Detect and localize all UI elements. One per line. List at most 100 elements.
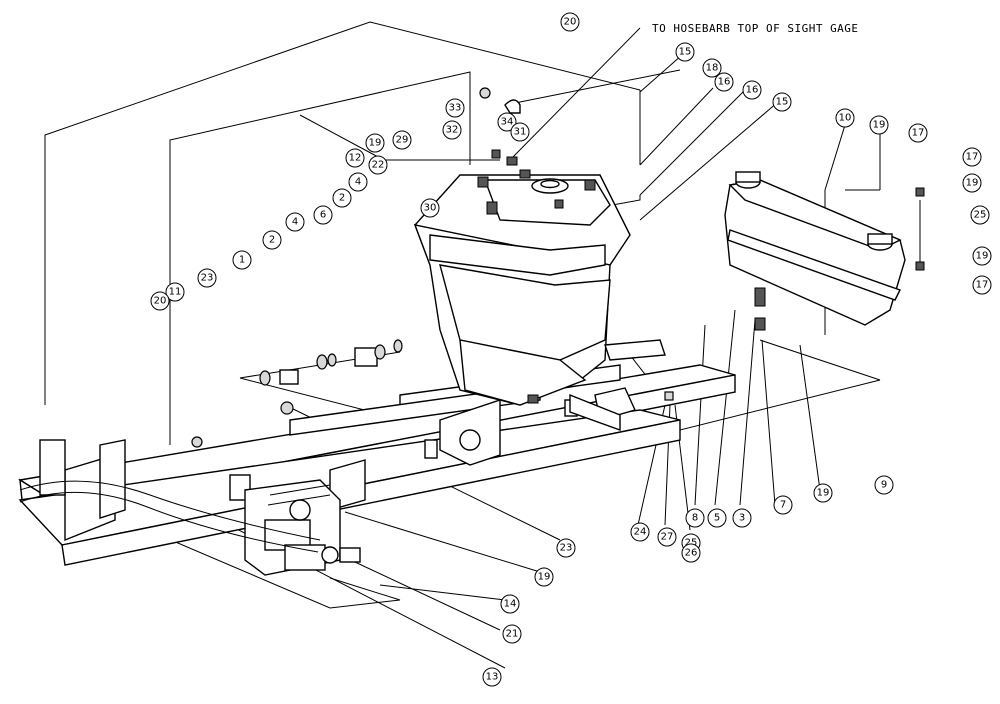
callout-circle [874, 475, 894, 495]
callout-circle [348, 172, 368, 192]
callout-circle [685, 508, 705, 528]
callout-circle [714, 72, 734, 92]
callout-number: 20 [564, 17, 577, 28]
callout-22: 22 [368, 155, 388, 175]
callout-circle [835, 108, 855, 128]
callout-number: 17 [966, 152, 979, 163]
callout-9: 9 [874, 475, 894, 495]
callout-circle [500, 594, 520, 614]
callout-number: 30 [424, 203, 437, 214]
callout-30: 30 [420, 198, 440, 218]
callout-circle [368, 155, 388, 175]
callout-25: 25 [970, 205, 990, 225]
callout-number: 16 [746, 85, 759, 96]
callout-1: 1 [232, 250, 252, 270]
note-hosebarb: TO HOSEBARB TOP OF SIGHT GAGE [652, 22, 859, 35]
callout-number: 20 [154, 296, 167, 307]
callout-number: 19 [873, 120, 886, 131]
callout-number: 31 [514, 127, 527, 138]
callout-8: 8 [685, 508, 705, 528]
callout-circle [972, 275, 992, 295]
callout-circle [420, 198, 440, 218]
callout-number: 23 [201, 273, 214, 284]
callout-number: 6 [320, 210, 326, 221]
callout-14: 14 [500, 594, 520, 614]
callout-circle [773, 495, 793, 515]
callout-5: 5 [707, 508, 727, 528]
callout-circle [232, 250, 252, 270]
callout-circle [442, 120, 462, 140]
callout-number: 12 [349, 153, 362, 164]
callout-17: 17 [908, 123, 928, 143]
callout-number: 27 [661, 532, 674, 543]
callout-3: 3 [732, 508, 752, 528]
callout-26: 26 [681, 543, 701, 563]
callout-number: 15 [776, 97, 789, 108]
callout-number: 19 [966, 178, 979, 189]
callout-15: 15 [772, 92, 792, 112]
callout-circle [681, 543, 701, 563]
callout-number: 4 [355, 177, 361, 188]
callout-number: 25 [685, 538, 698, 549]
callout-group: 2015181616153334313229191222301019171719… [150, 12, 992, 687]
callout-21: 21 [502, 624, 522, 644]
callout-number: 3 [739, 513, 745, 524]
callout-20: 20 [560, 12, 580, 32]
callout-number: 19 [817, 488, 830, 499]
callout-number: 25 [974, 210, 987, 221]
callout-circle [313, 205, 333, 225]
callout-circle [732, 508, 752, 528]
callout-circle [345, 148, 365, 168]
callout-circle [742, 80, 762, 100]
callout-circle [556, 538, 576, 558]
callout-number: 32 [446, 125, 459, 136]
callout-19: 19 [365, 133, 385, 153]
callout-33: 33 [445, 98, 465, 118]
callout-34: 34 [497, 112, 517, 132]
callout-circle [707, 508, 727, 528]
callout-circle [165, 282, 185, 302]
callout-circle [285, 212, 305, 232]
callout-19: 19 [962, 173, 982, 193]
callout-circle [502, 624, 522, 644]
callout-number: 17 [976, 280, 989, 291]
callout-number: 2 [339, 193, 345, 204]
callout-circle [657, 527, 677, 547]
callout-6: 6 [313, 205, 333, 225]
callout-number: 14 [504, 599, 517, 610]
hose [19, 480, 321, 541]
callout-number: 23 [560, 543, 573, 554]
callout-circle [150, 291, 170, 311]
callout-19: 19 [869, 115, 889, 135]
hose-2 [19, 491, 319, 553]
callout-number: 10 [839, 113, 852, 124]
callout-circle [365, 133, 385, 153]
callout-29: 29 [392, 130, 412, 150]
callout-circle [869, 115, 889, 135]
callout-number: 18 [706, 63, 719, 74]
callout-number: 26 [685, 548, 698, 559]
callout-number: 21 [506, 629, 519, 640]
callout-circle [262, 230, 282, 250]
callout-27: 27 [657, 527, 677, 547]
callout-circle [675, 42, 695, 62]
callout-number: 17 [912, 128, 925, 139]
callout-circle [702, 58, 722, 78]
callout-23: 23 [556, 538, 576, 558]
callout-19: 19 [972, 246, 992, 266]
callout-11: 11 [165, 282, 185, 302]
callout-number: 24 [634, 527, 647, 538]
callout-16: 16 [742, 80, 762, 100]
fittings [191, 87, 674, 448]
callout-circle [813, 483, 833, 503]
callout-circle [970, 205, 990, 225]
callout-circle [445, 98, 465, 118]
callout-circle [972, 246, 992, 266]
callout-2: 2 [262, 230, 282, 250]
callout-31: 31 [510, 122, 530, 142]
hopper-tank [413, 99, 666, 406]
water-tank [724, 171, 925, 331]
callout-circle [560, 12, 580, 32]
callout-number: 5 [714, 513, 720, 524]
